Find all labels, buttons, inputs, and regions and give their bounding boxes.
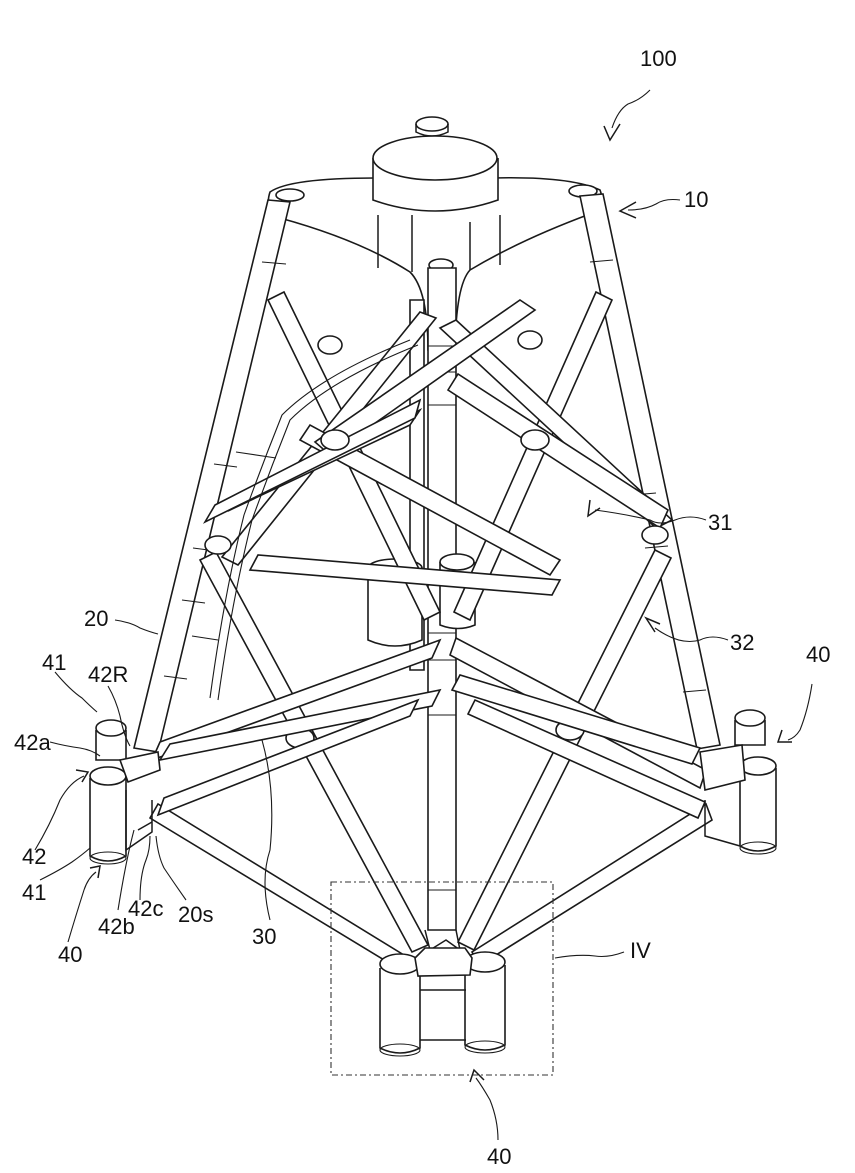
label-40-bottom: 40 [487,1144,511,1169]
label-42r: 42R [88,662,128,687]
label-41-bottom: 41 [22,880,46,905]
label-31: 31 [708,510,732,535]
label-40-left: 40 [58,942,82,967]
label-42a: 42a [14,730,51,755]
label-32: 32 [730,630,754,655]
label-10: 10 [684,187,708,212]
label-iv: IV [630,938,651,963]
label-20s: 20s [178,902,213,927]
label-100: 100 [640,46,677,71]
label-41-top: 41 [42,650,66,675]
label-40-right: 40 [806,642,830,667]
label-42: 42 [22,844,46,869]
foot-front [380,948,505,1056]
label-20: 20 [84,606,108,631]
label-30: 30 [252,924,276,949]
label-42b: 42b [98,914,135,939]
